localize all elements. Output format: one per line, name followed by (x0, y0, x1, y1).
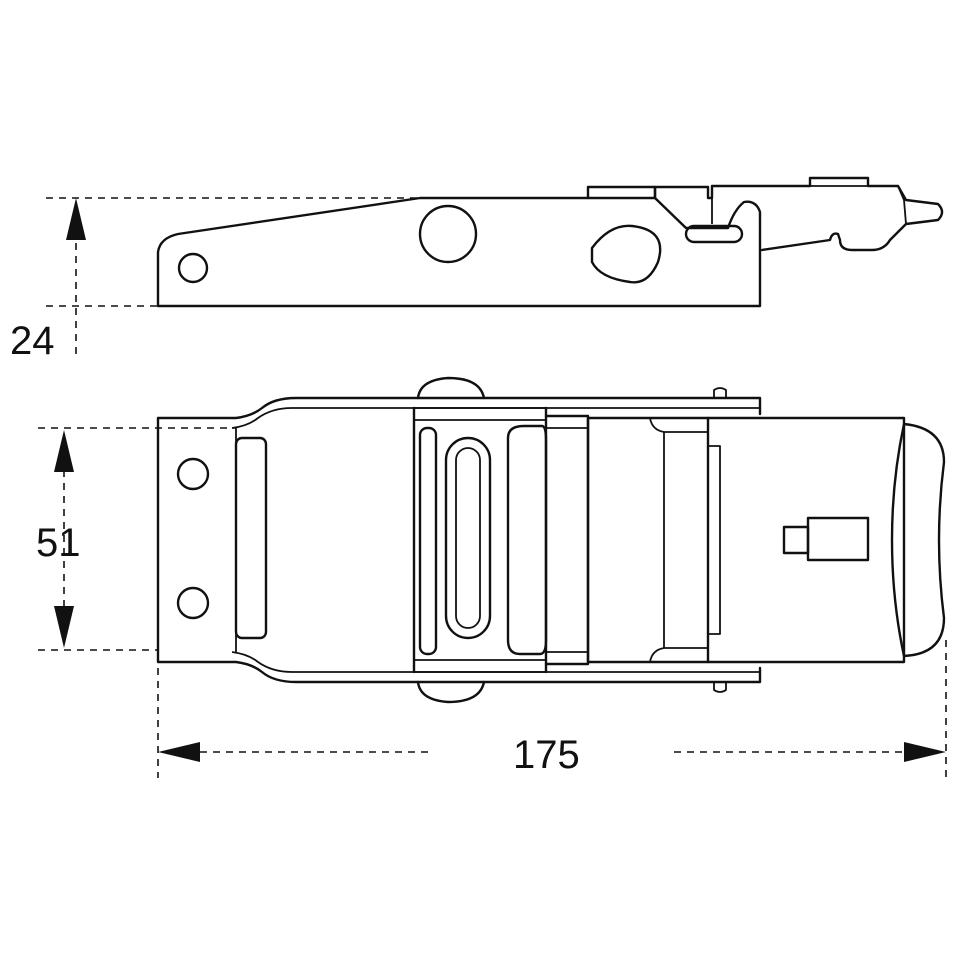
side-mount-hole (177, 252, 209, 284)
top-base-inner-edge (231, 407, 760, 673)
side-rivet (418, 204, 478, 264)
top-base-plate (156, 396, 762, 684)
top-spring-plate (544, 414, 590, 666)
top-lever-slot-inner (455, 447, 481, 629)
top-hook-flange-upper (649, 417, 708, 433)
top-left-slot (234, 436, 268, 640)
top-mount-hole-lower (176, 586, 210, 620)
side-hook-notch (897, 185, 907, 225)
top-pivot-lug-lower (416, 680, 486, 704)
top-pivot-lug-upper (416, 376, 486, 400)
side-view (156, 176, 944, 308)
side-base-plate (156, 196, 762, 308)
top-hook-rib (707, 445, 721, 635)
dimension-arrow-left (158, 742, 200, 762)
top-lever-left-bar (418, 426, 438, 656)
top-catch-tab (782, 525, 810, 555)
top-hook-plate (586, 416, 710, 664)
top-catch-body (706, 416, 906, 664)
top-lever-roll (506, 424, 548, 656)
top-side-pin-lower (713, 682, 727, 693)
side-teardrop-slot (590, 224, 662, 284)
top-lever-slot (444, 436, 492, 640)
dimension-arrow-up (66, 198, 86, 240)
dimension-length-label: 175 (513, 733, 580, 777)
top-hook-flange-lower (649, 647, 708, 663)
top-side-pin-upper (713, 387, 727, 398)
dimension-width: 51 (36, 427, 236, 651)
dimension-arrow-right (904, 742, 946, 762)
top-pivot-band-lower (413, 659, 547, 673)
top-pivot-band-upper (413, 407, 547, 421)
side-top-tab (586, 185, 657, 200)
dimension-width-label: 51 (36, 521, 81, 565)
top-mount-hole-upper (176, 457, 210, 491)
dimension-arrow-up (54, 430, 74, 472)
side-pin (684, 224, 744, 244)
top-catch-nose (890, 422, 946, 658)
dimension-arrow-down (54, 606, 74, 648)
top-view (156, 376, 946, 704)
top-catch-block (806, 516, 870, 562)
dimension-height-label: 24 (10, 319, 55, 363)
dimension-height: 24 (10, 197, 420, 363)
dimension-length: 175 (157, 640, 947, 778)
side-hook (653, 176, 944, 252)
